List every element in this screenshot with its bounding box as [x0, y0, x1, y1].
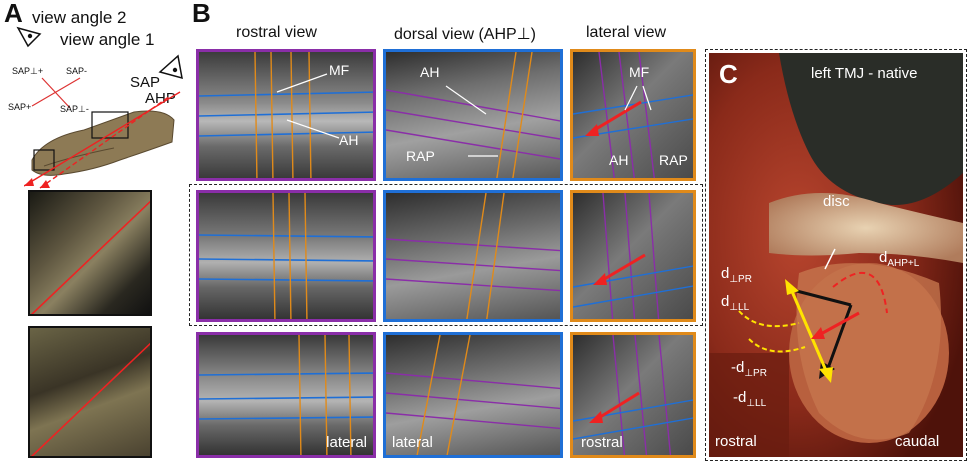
- d-perp-pr-label: d⊥PR: [721, 265, 752, 285]
- anatomical-photo: C left TMJ - native disc dAHP+L d⊥PR d⊥L…: [709, 53, 963, 457]
- caudal-label: caudal: [895, 433, 940, 450]
- ct-lateral-row3: rostral: [570, 332, 696, 458]
- closeup-render-2: [28, 326, 152, 458]
- d-ahp-l-label: dAHP+L: [879, 249, 920, 269]
- annotation-rap: RAP: [406, 148, 435, 164]
- ct-dorsal-row3: lateral: [383, 332, 563, 458]
- ct-dorsal-row2: [383, 190, 563, 322]
- corner-label-lateral: lateral: [326, 434, 367, 451]
- annotation-ah: AH: [609, 152, 629, 168]
- panel-label-c: C: [719, 59, 738, 89]
- disc-label: disc: [823, 193, 850, 210]
- column-header-rostral: rostral view: [236, 24, 317, 41]
- neg-d-perp-pr-label: -d⊥PR: [731, 359, 767, 379]
- ct-rostral-row3: lateral: [196, 332, 376, 458]
- ct-rostral-row2: [196, 190, 376, 322]
- axis-sap-minus-label: SAP-: [66, 66, 88, 76]
- annotation-rap: RAP: [659, 152, 688, 168]
- column-header-dorsal: dorsal view (AHP⊥): [394, 26, 536, 43]
- annotation-mf: MF: [329, 62, 350, 78]
- ahp-label: AHP: [145, 90, 176, 107]
- photo-title: left TMJ - native: [811, 65, 918, 82]
- d-perp-ll-label: d⊥LL: [721, 293, 750, 313]
- annotation-mf: MF: [629, 64, 650, 80]
- eye-icon: [16, 26, 42, 48]
- annotation-ah: AH: [339, 132, 359, 148]
- axis-sap-plus-label: SAP+: [8, 102, 32, 112]
- panel-label-a: A: [4, 0, 23, 28]
- eye-icon: [158, 54, 183, 80]
- ct-dorsal-row1: AH RAP: [383, 49, 563, 181]
- view-angle-1-label: view angle 1: [60, 30, 155, 49]
- axis-sap-perp-minus-label: SAP⊥-: [60, 104, 89, 114]
- ct-lateral-row2: [570, 190, 696, 322]
- rostral-label: rostral: [715, 433, 757, 450]
- annotation-ah: AH: [420, 64, 440, 80]
- panel-label-b: B: [192, 0, 211, 28]
- axis-cross-diagram: [31, 77, 81, 109]
- sap-label: SAP: [130, 74, 161, 91]
- ct-rostral-row1: MF AH: [196, 49, 376, 181]
- middle-row-dashed-box: [189, 184, 703, 326]
- skull-3d-render: [24, 91, 181, 189]
- corner-label-rostral: rostral: [581, 434, 623, 451]
- axis-sap-perp-plus-label: SAP⊥+: [12, 66, 44, 76]
- column-header-lateral: lateral view: [586, 24, 667, 41]
- corner-label-lateral: lateral: [392, 434, 433, 451]
- ct-lateral-row1: MF AH RAP: [570, 49, 696, 181]
- closeup-render-1: [28, 190, 152, 316]
- neg-d-perp-ll-label: -d⊥LL: [733, 389, 767, 409]
- view-angle-2-label: view angle 2: [32, 8, 127, 27]
- panel-c-dashed-box: [705, 49, 967, 461]
